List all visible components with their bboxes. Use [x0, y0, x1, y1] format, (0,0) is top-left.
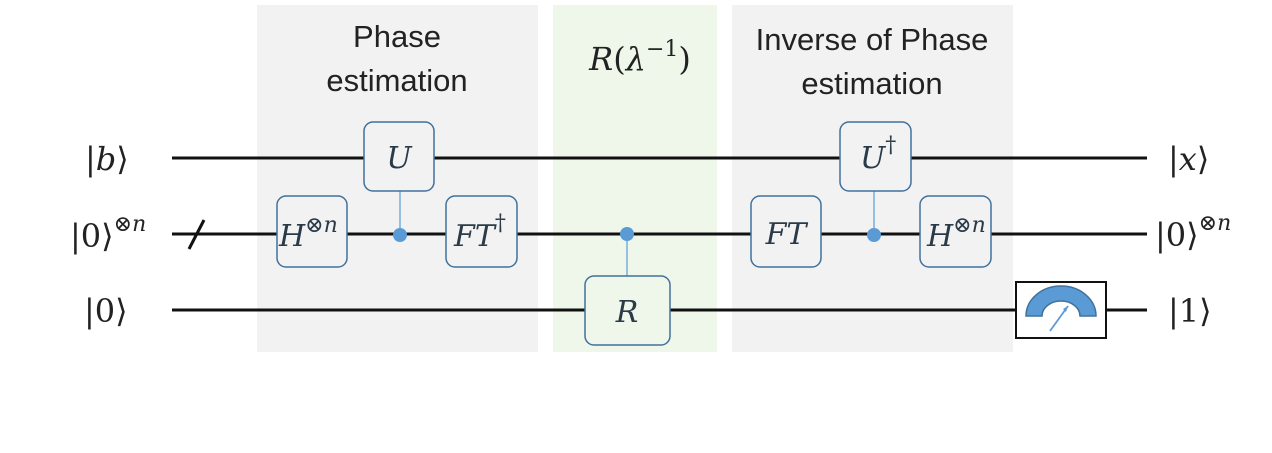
control-dot-u-dagger — [867, 228, 881, 242]
gate-u-dagger: U† — [839, 121, 912, 192]
svg-text:H⊗n: H⊗n — [278, 213, 338, 254]
output-label-ancilla: |1⟩ — [1168, 292, 1212, 330]
gate-h-supi: n — [324, 213, 338, 238]
output-label-register: |0⟩⊗n — [1155, 211, 1231, 254]
input-label-register: |0⟩⊗n — [70, 212, 146, 255]
gate-r: R — [584, 275, 671, 346]
gate-ft-dagger-base: FT — [453, 219, 497, 254]
input-label-ancilla: |0⟩ — [84, 292, 128, 330]
gate-ft: FT — [750, 195, 822, 268]
gate-h-tensor-n: H⊗n — [276, 195, 348, 268]
phase-estimation-title-line1: Phase — [353, 19, 441, 54]
register-slash-icon — [187, 219, 206, 250]
gate-h2-sup: ⊗ — [953, 213, 971, 238]
rotation-title-fn: R — [588, 40, 613, 78]
svg-text:U†: U† — [860, 133, 896, 176]
inverse-phase-estimation-title-line1: Inverse of Phase — [756, 22, 989, 57]
gate-ft-dagger-sup: † — [495, 211, 506, 236]
input-label-b: |b⟩ — [85, 140, 129, 178]
rotation-title: R(λ−1) — [588, 37, 691, 78]
rotation-title-lambda: λ — [624, 40, 646, 78]
rotation-title-close: ) — [678, 40, 690, 78]
gate-h-base: H — [278, 219, 306, 254]
gate-ft-dagger: FT† — [445, 195, 518, 268]
phase-estimation-title-line2: estimation — [326, 63, 467, 98]
rotation-title-exp: −1 — [646, 37, 678, 62]
gate-h-tensor-n-inverse: H⊗n — [919, 195, 992, 268]
gate-r-label: R — [615, 295, 639, 330]
rotation-title-open: ( — [613, 40, 625, 78]
svg-text:H⊗n: H⊗n — [926, 213, 986, 254]
gate-ft-label: FT — [765, 217, 809, 252]
gate-u: U — [363, 121, 435, 192]
gate-u-dagger-sup: † — [885, 133, 896, 158]
gate-h2-base: H — [926, 219, 954, 254]
gate-u-label: U — [386, 141, 413, 176]
gate-h-sup: ⊗ — [305, 213, 323, 238]
gate-h2-supi: n — [972, 213, 986, 238]
control-dot-u — [393, 228, 407, 242]
gate-u-dagger-base: U — [860, 141, 887, 176]
output-label-x: |x⟩ — [1168, 140, 1209, 178]
control-dot-r — [620, 227, 634, 241]
measurement-meter-icon — [1015, 281, 1107, 339]
svg-text:FT†: FT† — [453, 211, 506, 254]
inverse-phase-estimation-title-line2: estimation — [801, 66, 942, 101]
